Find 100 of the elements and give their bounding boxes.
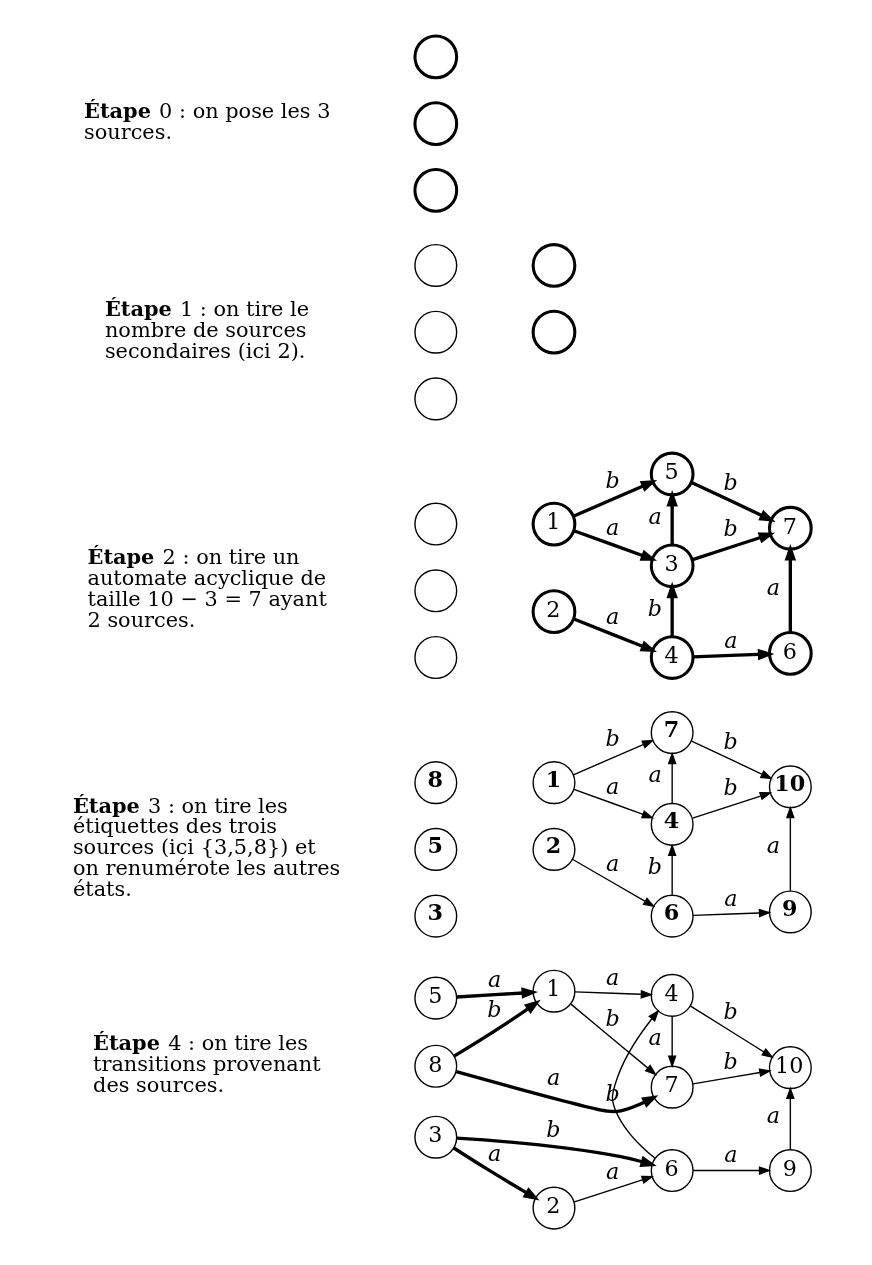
- label: Étape 2 : on tire un automate acyclique de taille 10 − 3 = 7 ayant 2 sources.: [87, 544, 327, 632]
- node-circle: 6: [650, 894, 694, 938]
- arrow: [569, 1003, 657, 1076]
- arrow: [572, 739, 654, 776]
- arrow: [611, 1009, 659, 1159]
- node-circle: 3: [413, 1115, 457, 1159]
- node-circle: 7: [767, 505, 813, 551]
- arrow: [785, 1086, 795, 1150]
- edge-label: b: [545, 1115, 561, 1142]
- edge-label: b: [723, 773, 738, 800]
- node-circle: 9: [768, 1149, 812, 1193]
- arrow: [571, 858, 655, 908]
- edge-label: a: [605, 1157, 619, 1184]
- node-circle: 1: [531, 969, 576, 1013]
- edge-label: a: [605, 850, 619, 877]
- arrow: [690, 740, 773, 780]
- edge-label: a: [723, 626, 738, 653]
- node-circle: 5: [649, 451, 695, 497]
- node-circle: 8: [413, 1044, 457, 1088]
- arrow: [573, 1175, 654, 1203]
- arrow: [692, 648, 774, 661]
- arrow: [665, 581, 678, 637]
- node-circle: 10: [768, 1046, 812, 1090]
- arrow: [573, 989, 653, 999]
- arrow: [572, 529, 657, 561]
- edge-label: b: [604, 1004, 620, 1031]
- edge-label: b: [647, 594, 662, 621]
- node-circle: 7: [650, 1065, 694, 1109]
- edge-label: a: [766, 573, 780, 600]
- edge-label: b: [647, 853, 662, 880]
- node-circle: 6: [767, 630, 813, 676]
- arrow: [456, 987, 538, 999]
- arrow: [667, 751, 677, 804]
- edge-label: a: [605, 602, 619, 629]
- node-circle: [412, 101, 458, 146]
- edge-label: a: [648, 502, 662, 529]
- node-circle: [413, 377, 457, 421]
- node-circle: 4: [649, 635, 695, 680]
- arrow: [572, 479, 657, 518]
- arrow: [785, 805, 795, 892]
- arrow: [691, 1068, 772, 1085]
- node-circle: 3: [649, 543, 695, 589]
- edge-label: b: [723, 997, 738, 1024]
- node-circle: 5: [413, 827, 457, 871]
- edge-label: a: [648, 761, 662, 788]
- label: Étape 0 : on pose les 3 sources.: [83, 98, 330, 144]
- node-circle: [413, 635, 457, 680]
- arrow: [667, 1015, 677, 1068]
- node-circle: [412, 168, 458, 213]
- arrow: [691, 908, 771, 918]
- edge-label: a: [487, 965, 501, 992]
- node-circle: 2: [531, 589, 576, 635]
- arrow: [691, 1166, 771, 1175]
- edge-label: b: [723, 469, 738, 496]
- arrow: [667, 843, 677, 896]
- node-circle: 2: [531, 827, 576, 871]
- arrow: [784, 544, 796, 633]
- node-circle: 5: [413, 976, 457, 1020]
- edge-label: b: [723, 728, 738, 755]
- arrow: [572, 617, 657, 653]
- arrow: [691, 532, 775, 562]
- node-circle: 4: [650, 802, 694, 846]
- node-circle: 2: [531, 1186, 576, 1230]
- edge-label: a: [648, 1024, 662, 1051]
- node-circle: [531, 243, 576, 288]
- node-circle: [413, 502, 457, 546]
- arrow: [690, 480, 776, 522]
- node-circle: 4: [650, 973, 694, 1017]
- arrow: [452, 1146, 540, 1201]
- node-circle: [531, 309, 576, 355]
- node-circle: 10: [768, 765, 812, 809]
- node-circle: [412, 34, 458, 80]
- node-circle: 9: [768, 890, 812, 934]
- node-circle: 3: [413, 894, 457, 938]
- node-circle: [413, 243, 457, 287]
- label: Étape 4 : on tire les transitions provenant des sources.: [92, 1030, 321, 1097]
- edge-label: b: [604, 466, 620, 493]
- edge-label: a: [766, 1102, 780, 1129]
- arrow: [691, 791, 772, 819]
- edge-label: b: [723, 1047, 738, 1074]
- arrow: [665, 490, 678, 545]
- edge-label: b: [723, 515, 738, 542]
- edge-label: a: [487, 1139, 501, 1166]
- arrow: [455, 1070, 658, 1114]
- edge-label: b: [486, 996, 501, 1023]
- node-circle: [413, 569, 457, 613]
- node-circle: 1: [531, 501, 576, 547]
- edge-label: a: [605, 772, 619, 799]
- arrow: [689, 1005, 774, 1059]
- edge-label: a: [605, 513, 619, 540]
- arrow: [453, 999, 541, 1058]
- label: Étape 3 : on tire les étiquettes des trois sources (ici {3,5,8}) et on renumérote les autres états.: [72, 792, 340, 901]
- edge-label: b: [604, 725, 620, 752]
- edge-label: a: [766, 832, 780, 859]
- edge-label: a: [723, 1140, 738, 1167]
- node-circle: 7: [650, 711, 694, 755]
- node-circle: 6: [650, 1149, 694, 1193]
- edge-label: a: [723, 885, 738, 912]
- edge-label: a: [546, 1064, 560, 1091]
- node-circle: 1: [531, 761, 576, 805]
